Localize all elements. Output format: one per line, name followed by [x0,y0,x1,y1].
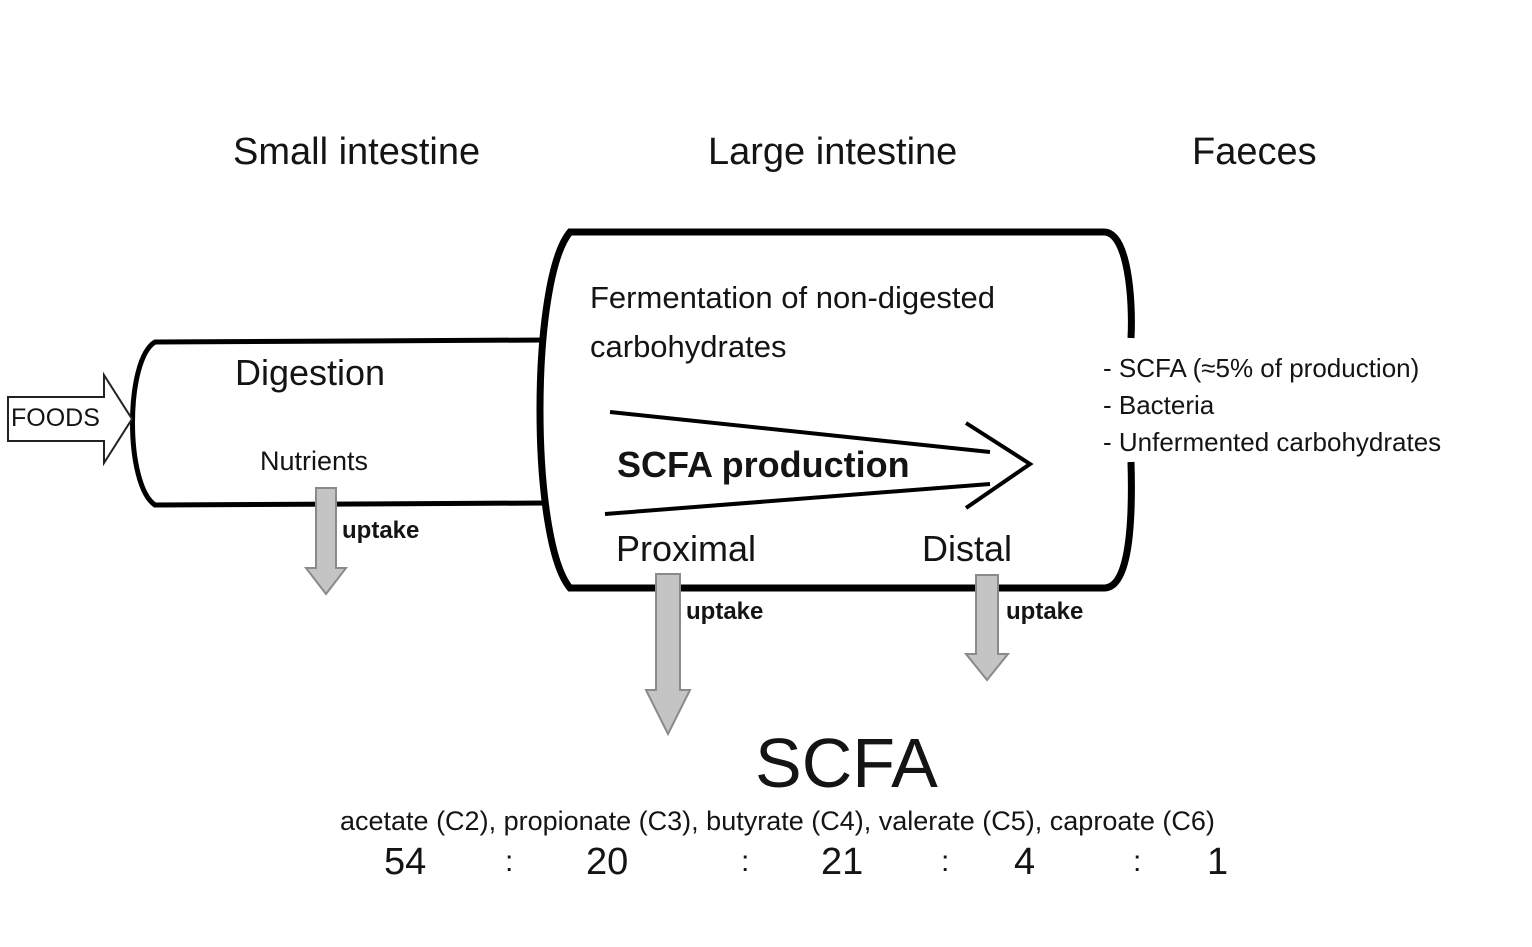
large-intestine-cylinder [536,228,1135,592]
scfa-production-arrow [604,410,1034,516]
faeces-item-scfa: - SCFA (≈5% of production) [1103,353,1420,383]
faeces-title: Faeces [1192,131,1317,173]
ratio-separator: : [505,845,514,878]
distal-uptake-label: uptake [1006,598,1084,625]
small-intestine-uptake-label: uptake [342,517,420,544]
fermentation-label-line2: carbohydrates [590,329,787,364]
foods-arrow [7,371,134,467]
faeces-item-unfermented: - Unfermented carbohydrates [1103,427,1442,457]
foods-label: FOODS [11,404,100,432]
ratio-butyrate: 21 [821,841,864,883]
digestion-label: Digestion [235,352,386,393]
ratio-separator: : [1133,845,1142,878]
nutrients-label: Nutrients [260,446,369,476]
ratio-separator: : [941,845,950,878]
fermentation-label-line1: Fermentation of non-digested [590,280,995,315]
proximal-uptake-label: uptake [686,598,764,625]
distal-label: Distal [922,528,1013,569]
ratio-acetate: 54 [384,841,427,883]
small-intestine-tube [130,337,546,508]
proximal-uptake-arrow [644,573,692,737]
large-intestine-title: Large intestine [708,131,958,173]
scfa-types: acetate (C2), propionate (C3), butyrate … [340,806,1215,836]
ratio-separator: : [741,845,750,878]
distal-uptake-arrow [963,574,1011,682]
ratio-valerate: 4 [1014,841,1036,883]
ratio-caproate: 1 [1207,841,1229,883]
small-intestine-uptake-arrow [303,487,349,596]
scfa-production-label: SCFA production [617,444,910,485]
proximal-label: Proximal [616,528,757,569]
ratio-propionate: 20 [586,841,629,883]
scfa-title: SCFA [755,724,938,802]
small-intestine-title: Small intestine [233,131,481,173]
faeces-item-bacteria: - Bacteria [1103,390,1215,420]
